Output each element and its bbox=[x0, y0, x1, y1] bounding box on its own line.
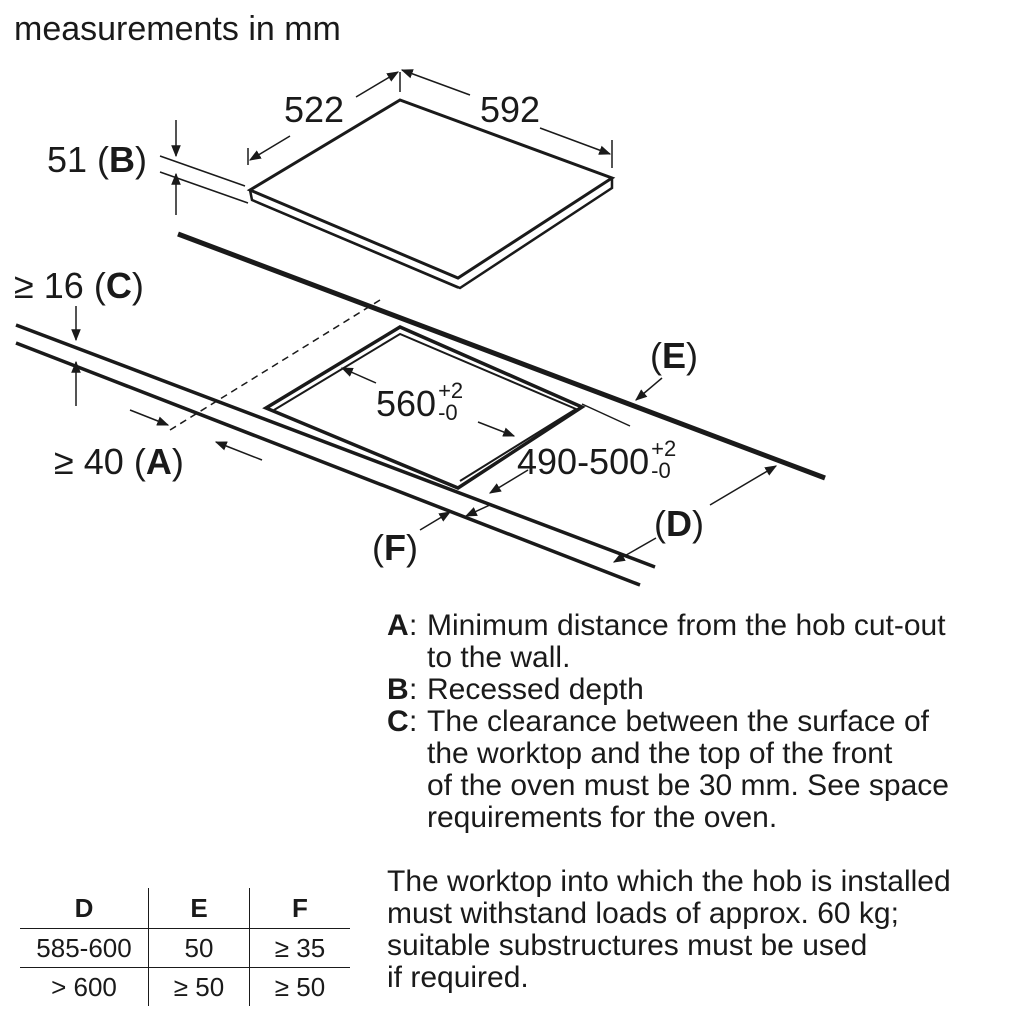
dim-f bbox=[419, 503, 493, 531]
distance-table: D E F 585-600 50 ≥ 35 > 600 ≥ 50 ≥ 50 bbox=[20, 888, 350, 1006]
dim-560 bbox=[340, 367, 516, 437]
dim-arrow bbox=[488, 469, 529, 494]
dim-arrow bbox=[709, 465, 778, 506]
cutout-depth-value: 490-500 bbox=[517, 441, 650, 482]
dim-40-a bbox=[129, 409, 263, 461]
hob bbox=[246, 98, 616, 290]
hob-cutout bbox=[262, 325, 586, 490]
legend-item-b: B:Recessed depth bbox=[387, 673, 644, 706]
dim-arrow bbox=[355, 71, 400, 98]
ext-line bbox=[159, 155, 246, 187]
label-depth: 592 bbox=[480, 89, 541, 130]
worktop-front-edge bbox=[15, 323, 656, 587]
table-header-d: D bbox=[74, 892, 94, 923]
dim-arrow bbox=[464, 503, 493, 517]
key-d: D bbox=[666, 503, 692, 544]
label-wall-a: ≥ 40 (A) bbox=[54, 441, 184, 482]
wall-key: A bbox=[145, 441, 172, 482]
hob-side-edge bbox=[248, 178, 614, 290]
dim-d bbox=[612, 465, 778, 563]
page-title: measurements in mm bbox=[14, 10, 341, 48]
tolerance-minus: -0 bbox=[651, 458, 671, 483]
table-cell: 585-600 bbox=[20, 928, 149, 968]
cutout-inner bbox=[273, 332, 579, 482]
table-row: 585-600 50 ≥ 35 bbox=[20, 928, 350, 968]
dim-arrow bbox=[419, 511, 452, 531]
dim-490-500 bbox=[488, 403, 631, 494]
legend-text: Recessed depth bbox=[427, 673, 644, 706]
dim-arrow bbox=[612, 537, 657, 563]
legend-key: B bbox=[387, 673, 409, 706]
dim-arrow bbox=[214, 441, 263, 461]
cutout-depth-tolerance: +2-0 bbox=[649, 438, 676, 483]
label-clearance-c: ≥ 16 (C) bbox=[14, 265, 144, 306]
height-value: 51 bbox=[47, 139, 88, 180]
tolerance-plus: +2 bbox=[651, 436, 677, 461]
table-cell: 50 bbox=[148, 928, 250, 968]
table-header-f: F bbox=[249, 888, 350, 929]
legend-key: A bbox=[387, 609, 409, 642]
legend-text: The clearance between the surface of the… bbox=[427, 705, 949, 834]
dim-arrow bbox=[248, 135, 291, 161]
label-cutout-depth: 490-500+2-0 bbox=[517, 438, 676, 483]
ext-line bbox=[581, 403, 631, 427]
dim-arrow bbox=[477, 421, 516, 437]
wall-value: ≥ 40 bbox=[54, 441, 124, 482]
load-note: The worktop into which the hob is instal… bbox=[387, 865, 951, 994]
key-f: F bbox=[384, 527, 406, 568]
label-width: 522 bbox=[284, 89, 345, 130]
label-height-b: 51 (B) bbox=[47, 139, 148, 180]
tolerance-plus: +2 bbox=[438, 378, 464, 403]
dim-arrow bbox=[400, 69, 471, 96]
hob-underside bbox=[257, 202, 459, 289]
dim-522 bbox=[247, 71, 401, 165]
worktop-back-edge bbox=[177, 231, 826, 481]
cutout-outer bbox=[262, 325, 586, 490]
legend-text: Minimum distance from the hob cut-out to… bbox=[427, 609, 946, 674]
legend-item-c: C:The clearance between the surface of t… bbox=[387, 705, 949, 834]
height-key: B bbox=[109, 139, 136, 180]
legend-item-a: A:Minimum distance from the hob cut-out … bbox=[387, 609, 946, 674]
table-header-row: D E F bbox=[20, 888, 350, 929]
label-f: (F) bbox=[372, 527, 418, 568]
table-row: > 600 ≥ 50 ≥ 50 bbox=[20, 967, 350, 1006]
key-e: E bbox=[662, 335, 687, 376]
table-cell: ≥ 50 bbox=[249, 967, 350, 1006]
clearance-key: C bbox=[105, 265, 132, 306]
legend: A:Minimum distance from the hob cut-out … bbox=[387, 610, 1017, 834]
tolerance-minus: -0 bbox=[438, 400, 458, 425]
table-cell: ≥ 50 bbox=[148, 967, 250, 1006]
cutout-width-tolerance: +2-0 bbox=[436, 380, 463, 425]
table-cell: ≥ 35 bbox=[249, 928, 350, 968]
label-d: (D) bbox=[654, 503, 704, 544]
cutout-width-value: 560 bbox=[376, 383, 437, 424]
dim-e-arrow bbox=[635, 377, 663, 401]
table-header-e: E bbox=[148, 888, 250, 929]
ext-line bbox=[159, 171, 249, 204]
label-cutout-width: 560+2-0 bbox=[376, 380, 463, 425]
dim-arrow bbox=[340, 367, 377, 384]
dim-592 bbox=[400, 69, 613, 168]
projection-line bbox=[169, 299, 381, 431]
table-cell: > 600 bbox=[20, 967, 149, 1006]
clearance-value: ≥ 16 bbox=[14, 265, 84, 306]
dim-51-b bbox=[159, 120, 249, 215]
dim-arrow bbox=[539, 127, 612, 155]
legend-key: C bbox=[387, 705, 409, 738]
label-e: (E) bbox=[650, 335, 699, 376]
dim-arrow bbox=[129, 409, 170, 426]
